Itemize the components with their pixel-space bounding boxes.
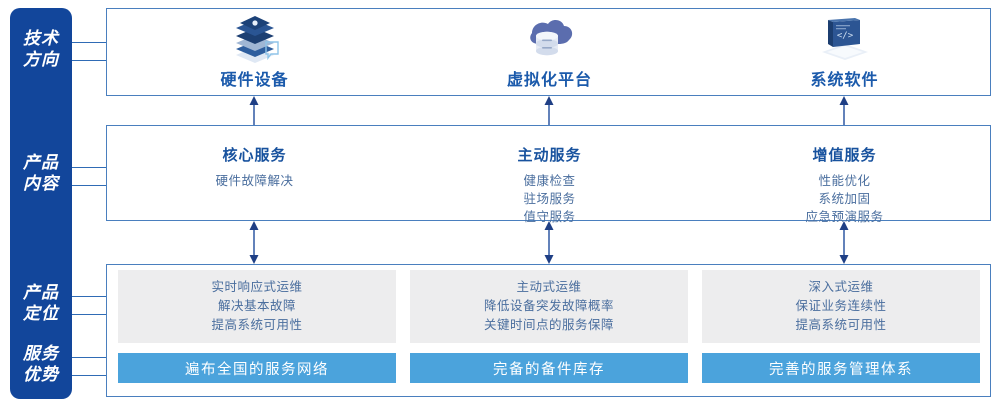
positioning-line: 深入式运维 <box>808 280 874 294</box>
rail-line: 定位 <box>23 304 59 323</box>
connector-line <box>72 296 106 297</box>
connector-line <box>72 167 106 168</box>
product-content-line: 系统加固 <box>818 192 871 206</box>
arrow-double-proactive <box>544 221 554 264</box>
positioning-card-deep[interactable]: 深入式运维 保证业务连续性 提高系统可用性 <box>702 270 980 343</box>
tech-direction-label: 硬件设备 <box>220 72 289 89</box>
arrow-up-hardware <box>249 96 259 125</box>
product-content-item-proactive[interactable]: 主动服务 健康检查 驻场服务 值守服务 <box>402 126 697 224</box>
connector-line <box>72 42 106 43</box>
arrow-double-value-added <box>839 221 849 264</box>
arrow-up-system-software <box>839 96 849 125</box>
product-content-title: 主动服务 <box>517 147 582 164</box>
connector-line <box>72 185 106 186</box>
tech-direction-label: 虚拟化平台 <box>506 72 592 89</box>
rail-label-product-positioning: 产品 定位 <box>10 282 72 324</box>
connector-line <box>72 314 106 315</box>
rail-line: 产品 <box>23 153 59 172</box>
advantage-bar-management-system[interactable]: 完善的服务管理体系 <box>702 353 980 383</box>
rail-label-product-content: 产品 内容 <box>10 152 72 194</box>
rail-line: 技术 <box>23 29 59 48</box>
product-content-line: 应急预演服务 <box>805 210 884 224</box>
cloud-database-icon <box>521 14 579 64</box>
svg-text:</>: </> <box>836 31 853 41</box>
arrow-up-virtualization <box>544 96 554 125</box>
rail-line: 服务 <box>23 344 59 363</box>
positioning-line: 提高系统可用性 <box>795 318 887 332</box>
arrow-double-core <box>249 221 259 264</box>
positioning-line: 提高系统可用性 <box>211 318 303 332</box>
advantage-label: 遍布全国的服务网络 <box>185 361 329 378</box>
tech-direction-section: 硬件设备 虚拟化平台 <box>106 8 991 96</box>
positioning-line: 降低设备突发故障概率 <box>483 299 614 313</box>
positioning-line: 关键时间点的服务保障 <box>483 318 614 332</box>
positioning-line: 解决基本故障 <box>217 299 296 313</box>
tech-direction-label: 系统软件 <box>810 72 879 89</box>
connector-line <box>72 375 106 376</box>
positioning-advantage-section: 实时响应式运维 解决基本故障 提高系统可用性 主动式运维 降低设备突发故障概率 … <box>106 264 991 397</box>
rail-label-service-advantage: 服务 优势 <box>10 343 72 385</box>
tech-direction-item-system-software[interactable]: </> 系统软件 <box>697 9 992 95</box>
product-content-item-value-added[interactable]: 增值服务 性能优化 系统加固 应急预演服务 <box>697 126 992 224</box>
tech-direction-item-virtualization[interactable]: 虚拟化平台 <box>402 9 697 95</box>
positioning-card-realtime[interactable]: 实时响应式运维 解决基本故障 提高系统可用性 <box>118 270 396 343</box>
rail-line: 产品 <box>23 283 59 302</box>
laptop-code-icon: </> <box>816 14 874 64</box>
positioning-card-proactive[interactable]: 主动式运维 降低设备突发故障概率 关键时间点的服务保障 <box>410 270 688 343</box>
advantage-bar-service-network[interactable]: 遍布全国的服务网络 <box>118 353 396 383</box>
positioning-line: 主动式运维 <box>516 280 582 294</box>
product-content-line: 健康检查 <box>523 174 576 188</box>
rail-line: 内容 <box>23 174 59 193</box>
positioning-line: 保证业务连续性 <box>795 299 887 313</box>
product-content-line: 值守服务 <box>523 210 576 224</box>
rail-label-tech-direction: 技术 方向 <box>10 28 72 70</box>
tech-direction-item-hardware[interactable]: 硬件设备 <box>107 9 402 95</box>
sidebar-rail <box>10 8 72 399</box>
product-content-title: 核心服务 <box>222 147 287 164</box>
rail-line: 方向 <box>23 50 59 69</box>
advantage-label: 完善的服务管理体系 <box>769 361 913 378</box>
product-content-line: 性能优化 <box>818 174 871 188</box>
positioning-line: 实时响应式运维 <box>211 280 303 294</box>
connector-line <box>72 60 106 61</box>
product-content-title: 增值服务 <box>812 147 877 164</box>
product-content-section: 核心服务 硬件故障解决 主动服务 健康检查 驻场服务 值守服务 增值服务 性能优… <box>106 125 992 224</box>
connector-line <box>72 357 106 358</box>
rail-line: 优势 <box>23 365 59 384</box>
advantage-bar-spare-parts[interactable]: 完备的备件库存 <box>410 353 688 383</box>
product-content-line: 硬件故障解决 <box>215 174 294 188</box>
server-stack-icon <box>226 14 284 64</box>
product-content-item-core[interactable]: 核心服务 硬件故障解决 <box>107 126 402 220</box>
product-content-line: 驻场服务 <box>523 192 576 206</box>
advantage-label: 完备的备件库存 <box>493 361 605 378</box>
